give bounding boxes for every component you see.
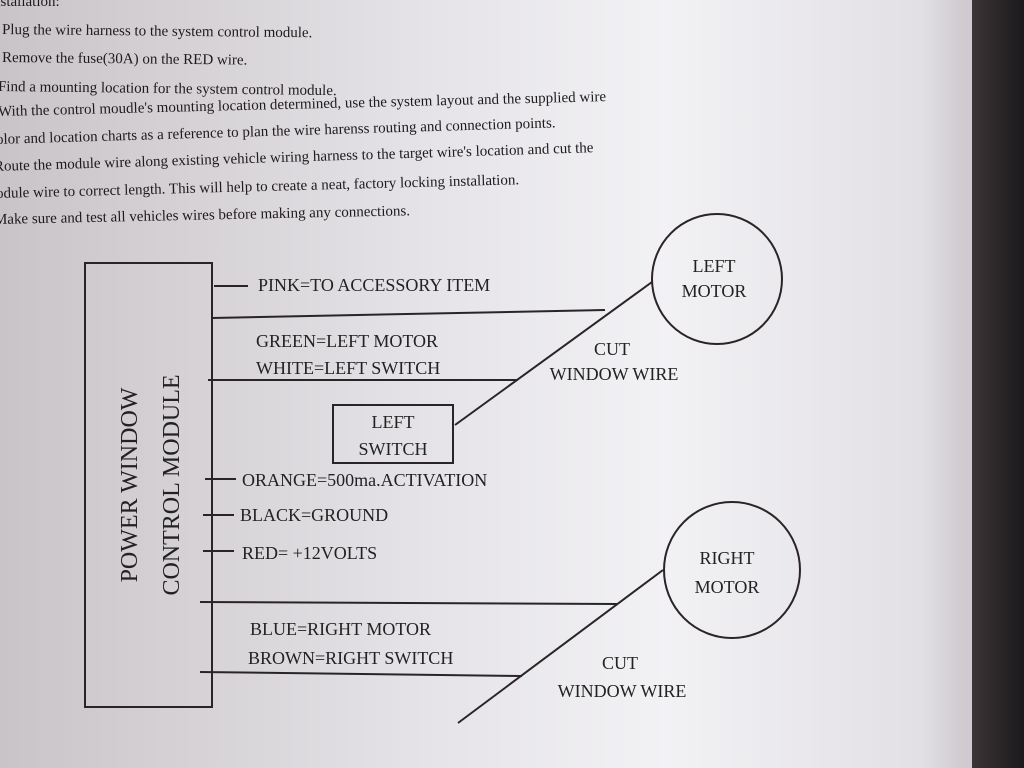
brown-wire-label: BROWN=RIGHT SWITCH — [248, 648, 453, 668]
left-motor-circle — [651, 213, 783, 345]
brown-wire — [199, 671, 523, 677]
left-cut-label-line1: CUT — [594, 339, 630, 359]
right-motor-circle — [663, 501, 801, 639]
right-cut-label-line1: CUT — [602, 653, 638, 673]
left-cut-label-line2: WINDOW WIRE — [550, 364, 679, 384]
green-wire-label: GREEN=LEFT MOTOR — [256, 331, 438, 351]
right-motor-label-line1: RIGHT — [700, 548, 755, 568]
left-switch-label-line1: LEFT — [372, 412, 415, 432]
green-wire — [211, 309, 606, 319]
control-module-box — [84, 262, 213, 708]
module-label-line1: POWER WINDOW — [117, 387, 143, 582]
left-cut-window-wire — [454, 281, 653, 426]
pink-wire-label: PINK=TO ACCESSORY ITEM — [258, 275, 490, 295]
left-motor-label-line1: LEFT — [693, 256, 736, 276]
red-wire-label: RED= +12VOLTS — [242, 543, 377, 563]
installation-instructions: Installation: Plug the wire harness to t… — [0, 0, 900, 240]
left-switch-box — [332, 404, 454, 464]
black-wire-label: BLACK=GROUND — [240, 505, 388, 525]
left-switch-label-line2: SWITCH — [359, 439, 428, 459]
module-label-line2: CONTROL MODULE — [159, 374, 185, 595]
orange-wire-label: ORANGE=500ma.ACTIVATION — [242, 470, 487, 490]
white-wire-label: WHITE=LEFT SWITCH — [256, 358, 440, 378]
instructions-heading: Installation: — [0, 0, 60, 10]
background-fabric — [972, 0, 1024, 768]
blue-wire-label: BLUE=RIGHT MOTOR — [250, 619, 431, 639]
left-motor-label-line2: MOTOR — [682, 281, 747, 301]
right-cut-window-wire — [457, 569, 664, 724]
right-motor-label-line2: MOTOR — [695, 577, 760, 597]
right-cut-label-line2: WINDOW WIRE — [558, 681, 687, 701]
blue-wire — [199, 601, 618, 605]
